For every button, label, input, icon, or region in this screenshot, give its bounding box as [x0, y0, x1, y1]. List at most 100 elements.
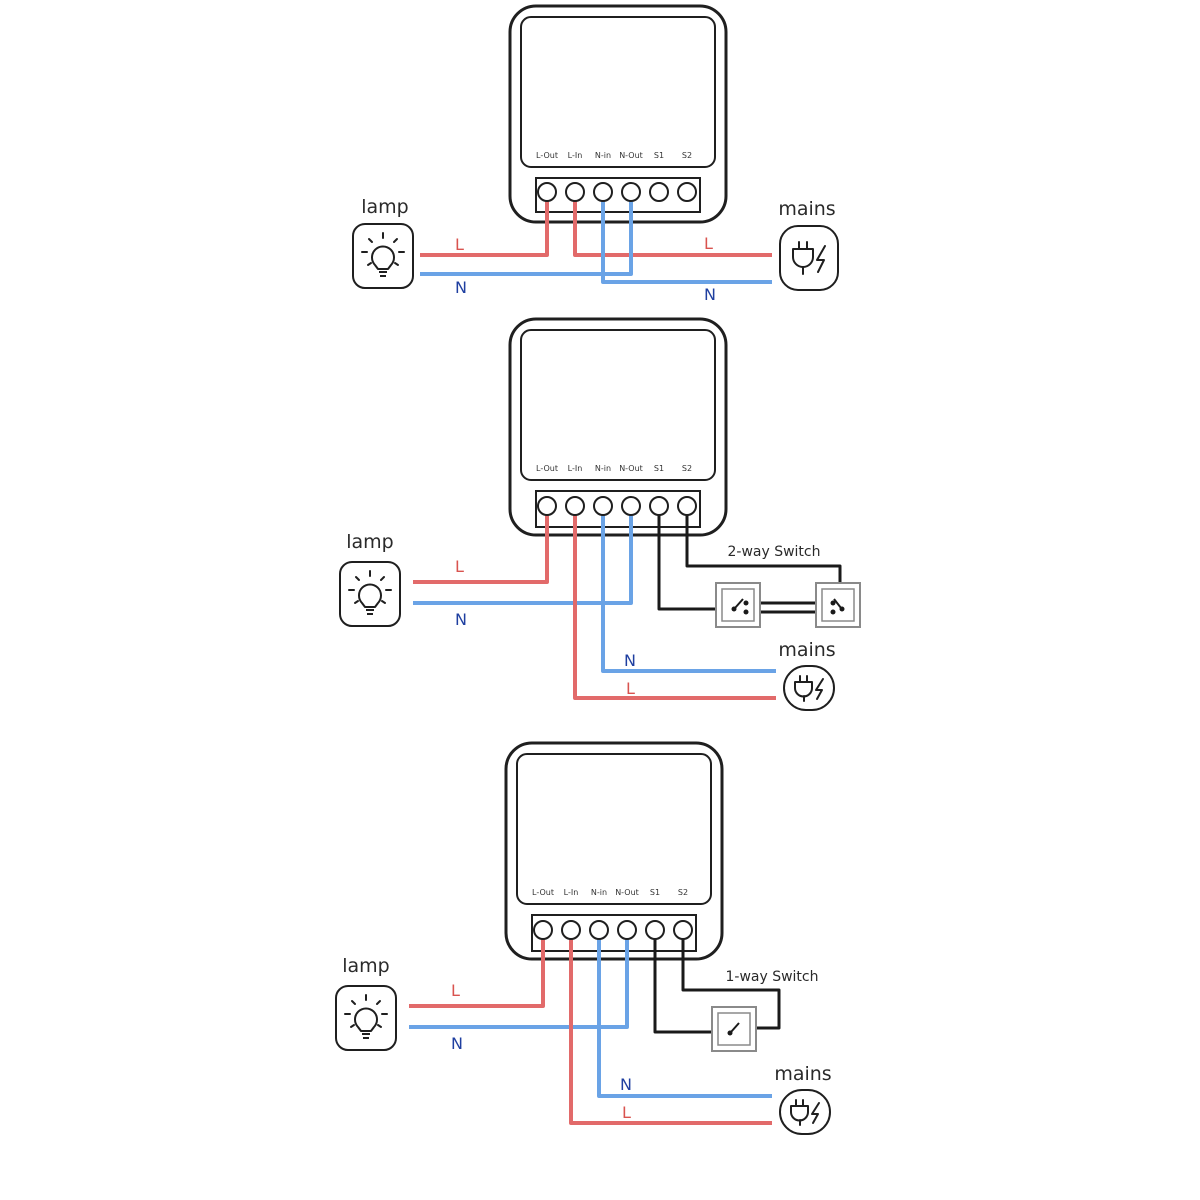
terminal-n-in	[589, 920, 609, 940]
wire-s1	[653, 930, 733, 1034]
lamp-label: lamp	[346, 531, 394, 553]
terminal-label-s1: S1	[654, 151, 664, 160]
diagram-two-way: L-Out L-In N-in N-Out S1 S2	[339, 317, 861, 711]
lamp-label: lamp	[342, 955, 390, 977]
wire-lamp-live	[409, 930, 545, 1008]
terminal-l-out	[533, 920, 553, 940]
terminal-labels: L-Out L-In N-in N-Out S1 S2	[536, 151, 692, 160]
wire-mains-live	[569, 930, 772, 1125]
terminal-s2	[673, 920, 693, 940]
terminal-labels: L-Out L-In N-in N-Out S1 S2	[536, 464, 692, 473]
wire-s1	[657, 506, 741, 611]
terminal-l-out	[537, 496, 557, 516]
terminal-label-n-out: N-Out	[619, 151, 643, 160]
diagram-one-way: L-Out L-In N-in N-Out S1 S2	[335, 741, 832, 1135]
wire-s2	[681, 930, 781, 1030]
wire-label-lamp-live: L	[451, 981, 460, 1000]
terminal-labels: L-Out L-In N-in N-Out S1 S2	[532, 888, 688, 897]
terminal-s1	[649, 182, 669, 202]
terminal-label-s1: S1	[654, 464, 664, 473]
wire-label-lamp-neutral: N	[455, 610, 467, 629]
terminal-label-l-in: L-In	[568, 151, 583, 160]
mains: mains	[778, 639, 836, 711]
wire-label-lamp-neutral: N	[455, 278, 467, 297]
lightbulb-icon	[339, 561, 401, 627]
terminal-label-n-in: N-in	[595, 464, 611, 473]
terminal-l-in	[565, 496, 585, 516]
terminal-s1	[645, 920, 665, 940]
terminal-s1	[649, 496, 669, 516]
wires	[409, 930, 781, 1125]
terminal-label-n-out: N-Out	[619, 464, 643, 473]
wire-label-lamp-neutral: N	[451, 1034, 463, 1053]
terminals	[537, 182, 697, 202]
terminal-label-s2: S2	[682, 464, 692, 473]
wire-label-mains-live: L	[622, 1103, 631, 1122]
terminal-s2	[677, 182, 697, 202]
lamp: lamp	[335, 955, 397, 1051]
terminal-label-l-in: L-In	[564, 888, 579, 897]
lightbulb-icon	[352, 223, 414, 289]
wire-label-mains-neutral: N	[704, 285, 716, 304]
terminal-s2	[677, 496, 697, 516]
lamp: lamp	[352, 196, 414, 289]
lamp: lamp	[339, 531, 401, 627]
lightbulb-icon	[335, 985, 397, 1051]
mains-label: mains	[778, 198, 835, 220]
wall-switch-icon	[711, 1006, 757, 1052]
terminal-label-l-in: L-In	[568, 464, 583, 473]
terminal-n-out	[621, 182, 641, 202]
relay-module: L-Out L-In N-in N-Out S1 S2	[504, 741, 724, 961]
terminal-label-s2: S2	[682, 151, 692, 160]
terminal-label-n-out: N-Out	[615, 888, 639, 897]
wire-lamp-neutral	[420, 192, 633, 276]
terminal-n-in	[593, 182, 613, 202]
terminal-n-in	[593, 496, 613, 516]
terminal-label-s2: S2	[678, 888, 688, 897]
wire-mains-live	[573, 506, 776, 700]
wire-label-mains-neutral: N	[624, 651, 636, 670]
terminal-label-l-out: L-Out	[532, 888, 554, 897]
terminal-l-out	[537, 182, 557, 202]
wire-lamp-live	[413, 506, 549, 584]
terminal-label-s1: S1	[650, 888, 660, 897]
wire-mains-neutral	[601, 506, 776, 673]
mains-label: mains	[774, 1063, 831, 1085]
wall-switch-icon	[715, 582, 761, 628]
wall-switch-icon	[815, 582, 861, 628]
wires	[413, 506, 842, 700]
terminal-l-in	[561, 920, 581, 940]
wire-label-mains-live: L	[626, 679, 635, 698]
terminal-n-out	[617, 920, 637, 940]
wire-lamp-neutral	[409, 930, 629, 1029]
wire-mains-live	[573, 192, 772, 257]
terminal-l-in	[565, 182, 585, 202]
lamp-label: lamp	[361, 196, 409, 218]
mains: mains	[778, 198, 839, 291]
power-plug-icon	[779, 1089, 831, 1135]
terminal-label-l-out: L-Out	[536, 464, 558, 473]
terminal-n-out	[621, 496, 641, 516]
wire-mains-neutral	[597, 930, 772, 1098]
wire-label-mains-neutral: N	[620, 1075, 632, 1094]
relay-module: L-Out L-In N-in N-Out S1 S2	[508, 317, 728, 537]
switch-label: 2-way Switch	[727, 544, 820, 560]
terminals	[533, 920, 693, 940]
diagram-direct: L-Out L-In N-in N-Out S1 S2 lamp	[352, 4, 839, 304]
mains-label: mains	[778, 639, 835, 661]
wire-lamp-neutral	[413, 506, 633, 605]
terminals	[537, 496, 697, 516]
switch-label: 1-way Switch	[725, 969, 818, 985]
wire-label-lamp-live: L	[455, 557, 464, 576]
power-plug-icon	[779, 225, 839, 291]
wire-label-mains-live: L	[704, 234, 713, 253]
wire-mains-neutral	[601, 192, 772, 284]
wire-label-lamp-live: L	[455, 235, 464, 254]
mains: mains	[774, 1063, 832, 1135]
terminal-label-n-in: N-in	[591, 888, 607, 897]
wire-lamp-live	[420, 192, 549, 257]
terminal-label-n-in: N-in	[595, 151, 611, 160]
terminal-label-l-out: L-Out	[536, 151, 558, 160]
power-plug-icon	[783, 665, 835, 711]
